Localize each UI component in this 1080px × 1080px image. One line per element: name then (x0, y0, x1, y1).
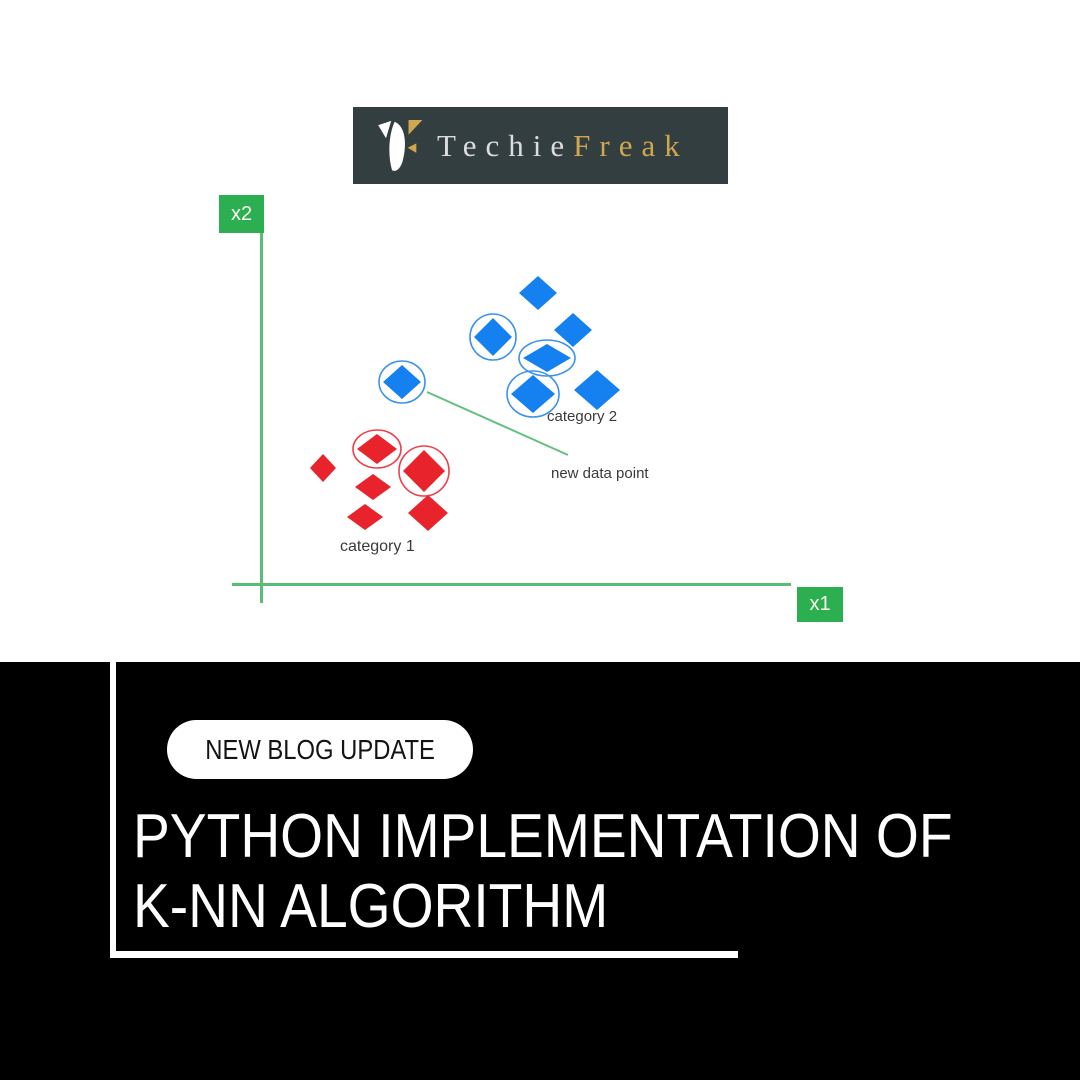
headline-line-2: K-NN ALGORITHM (133, 872, 609, 941)
scatter-plot (310, 276, 620, 531)
bottom-band: NEW BLOG UPDATE PYTHON IMPLEMENTATION OF… (0, 662, 1080, 1080)
frame-vertical-line (110, 662, 116, 958)
knn-diagram: x2 x1 category 2 category 1 new data poi… (219, 195, 843, 622)
brand-name: TechieFreak (437, 128, 689, 164)
brand-name-second: Freak (573, 127, 689, 163)
tag-pill: NEW BLOG UPDATE (167, 720, 473, 779)
x-axis-badge: x1 (797, 587, 843, 622)
y-axis-line (260, 233, 263, 603)
x-axis-line (232, 583, 791, 586)
headline-line-1: PYTHON IMPLEMENTATION OF (133, 802, 953, 871)
tag-label: NEW BLOG UPDATE (205, 733, 435, 765)
y-axis-badge: x2 (219, 195, 264, 233)
category-1-label: category 1 (340, 538, 415, 555)
headline: PYTHON IMPLEMENTATION OF K-NN ALGORITHM (133, 802, 1054, 942)
techiefreak-logo-icon (378, 119, 423, 171)
new-data-point-label: new data point (551, 465, 649, 482)
frame-horizontal-line (110, 951, 738, 958)
logo-banner: TechieFreak (353, 107, 728, 184)
category-2-label: category 2 (547, 408, 618, 425)
brand-name-first: Techie (437, 127, 574, 163)
